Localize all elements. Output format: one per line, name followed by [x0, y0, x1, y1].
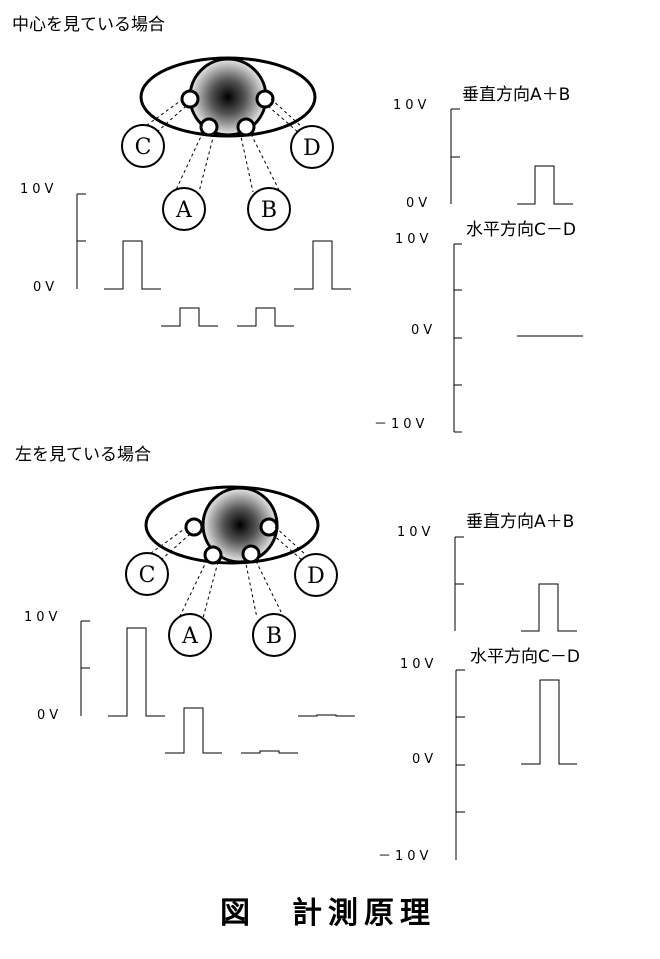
center-eye-sensor-left [180, 89, 200, 109]
section-left-title: 左を見ている場合 [15, 445, 151, 465]
center-left-axis-top-label: 10V [20, 182, 58, 197]
center-sensor-a-label: A [175, 198, 193, 223]
center-eye-sensor-bottom-right [236, 117, 256, 137]
center-sensor-c-label: C [135, 135, 152, 160]
figure-caption: 図 計測原理 [220, 896, 436, 931]
center-horizontal-bottom-label: －10V [374, 417, 429, 432]
center-horizontal-title: 水平方向C－D [466, 220, 576, 240]
left-eye-group [144, 485, 320, 565]
center-eye-sensor-bottom-left [199, 117, 219, 137]
left-dashed-lines [146, 526, 307, 619]
section-center-title: 中心を見ている場合 [12, 15, 165, 35]
left-waveform-c [108, 627, 165, 717]
center-vertical-title: 垂直方向A＋B [462, 85, 571, 105]
left-sensor-labels [125, 552, 338, 657]
center-waveform-a [161, 307, 218, 327]
left-left-axis-zero-label: 0V [37, 708, 63, 723]
left-vertical-chart [454, 536, 577, 632]
center-sensor-d-label: D [303, 136, 321, 161]
center-horizontal-top-label: 10V [395, 232, 433, 247]
center-left-axis-zero-label: 0V [33, 280, 59, 295]
left-sensor-a-label: A [181, 624, 199, 649]
left-left-axis-top-label: 10V [24, 610, 62, 625]
center-sensor-c [121, 124, 165, 168]
left-waveform-b [241, 750, 298, 754]
center-left-waveform-axis [76, 193, 86, 289]
center-vertical-chart [450, 108, 573, 205]
center-sensor-b-label: B [261, 198, 277, 223]
left-sensor-d-label: D [307, 564, 325, 589]
center-sensor-d [290, 125, 334, 169]
center-sensor-a [162, 187, 206, 231]
left-eye-sensor-left [184, 517, 204, 537]
center-horizontal-zero-label: 0V [411, 323, 437, 338]
center-vertical-top-label: 10V [393, 98, 431, 113]
left-horizontal-signal [521, 679, 577, 765]
left-eye-sensor-right [259, 517, 279, 537]
left-horizontal-zero-label: 0V [412, 752, 438, 767]
left-horizontal-title: 水平方向C－D [470, 647, 580, 667]
left-left-waveform-axis [80, 620, 90, 716]
left-sensor-c [125, 552, 169, 596]
center-dashed-lines [142, 98, 303, 193]
left-sensor-b [252, 613, 296, 657]
left-eye-outline [144, 485, 320, 565]
center-eye-group [139, 56, 317, 138]
left-sensor-d [294, 553, 338, 597]
center-horizontal-chart [453, 243, 583, 433]
center-vertical-signal [517, 165, 573, 205]
left-sensor-a [168, 613, 212, 657]
center-vertical-zero-label: 0V [406, 196, 432, 211]
center-sensor-b [247, 187, 291, 231]
left-vertical-signal [521, 583, 577, 632]
left-horizontal-chart [455, 669, 577, 860]
left-vertical-title: 垂直方向A＋B [466, 512, 575, 532]
left-sensor-c-label: C [139, 563, 156, 588]
left-sensor-b-label: B [266, 624, 282, 649]
center-waveform-c [104, 240, 161, 290]
center-waveform-d [294, 240, 351, 290]
left-eye-sensor-bottom-right [241, 544, 261, 564]
left-vertical-top-label: 10V [397, 525, 435, 540]
center-waveform-b [237, 307, 294, 327]
left-horizontal-top-label: 10V [400, 657, 438, 672]
left-waveform-a [165, 707, 222, 754]
left-waveform-d [298, 714, 355, 717]
left-eye-sensor-bottom-left [203, 545, 223, 565]
center-sensor-labels [121, 124, 334, 231]
left-horizontal-bottom-label: －10V [378, 849, 433, 864]
center-eye-sensor-right [255, 89, 275, 109]
